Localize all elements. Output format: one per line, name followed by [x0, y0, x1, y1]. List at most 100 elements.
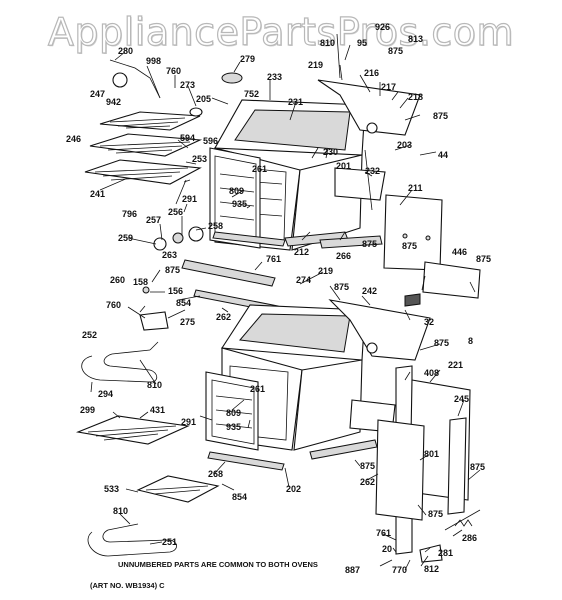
callout: 20: [382, 544, 392, 554]
callout: 446: [452, 247, 467, 257]
callout: 232: [365, 166, 380, 176]
callout: 212: [294, 247, 309, 257]
callout: 251: [162, 537, 177, 547]
callout: 202: [286, 484, 301, 494]
upper-bottom-trim: [284, 231, 383, 249]
callout: 752: [244, 89, 259, 99]
thermostat-bracket: [139, 286, 169, 331]
callout: 32: [424, 317, 434, 327]
callout: 854: [232, 492, 247, 502]
footnote: UNNUMBERED PARTS ARE COMMON TO BOTH OVEN…: [118, 560, 318, 569]
callout: 431: [150, 405, 165, 415]
callout: 275: [180, 317, 195, 327]
callout: 875: [388, 46, 403, 56]
callout: 95: [357, 38, 367, 48]
callout: 203: [397, 140, 412, 150]
callout: 253: [192, 154, 207, 164]
oven-rack-lower: [75, 415, 190, 445]
callout: 594: [180, 133, 195, 143]
callout: 810: [320, 38, 335, 48]
callout: 219: [318, 266, 333, 276]
callout: 291: [181, 417, 196, 427]
hinge-and-spring: [419, 509, 481, 563]
callout: 156: [168, 286, 183, 296]
callout: 201: [336, 161, 351, 171]
callout: 761: [266, 254, 281, 264]
callout: 875: [362, 239, 377, 249]
callout: 761: [376, 528, 391, 538]
callout: 230: [323, 147, 338, 157]
callout: 875: [360, 461, 375, 471]
callout: 887: [345, 565, 360, 575]
callout: 261: [250, 384, 265, 394]
callout: 260: [110, 275, 125, 285]
callout: 218: [408, 92, 423, 102]
callout: 875: [165, 265, 180, 275]
lower-oven-door-frame: [205, 371, 259, 451]
callout: 259: [118, 233, 133, 243]
callout-labels: 280 998 760 273 279 926 95 813 810 875 2…: [66, 22, 491, 575]
art-number: (ART NO. WB1934) C: [90, 581, 165, 590]
callout: 812: [424, 564, 439, 574]
callout: 231: [288, 97, 303, 107]
lower-side-panels: [375, 365, 471, 555]
oven-rack-bottom: [136, 475, 220, 503]
watermark: AppliancePartsPros.com: [47, 9, 515, 54]
callout: 801: [424, 449, 439, 459]
callout: 266: [336, 251, 351, 261]
callout: 935: [232, 199, 247, 209]
broiler-grid: [89, 133, 203, 157]
callout: 935: [226, 422, 241, 432]
leader-lines: [90, 33, 481, 571]
callout: 217: [381, 82, 396, 92]
callout: 262: [360, 477, 375, 487]
callout: 241: [90, 189, 105, 199]
callout: 796: [122, 209, 137, 219]
callout: 942: [106, 97, 121, 107]
callout: 233: [267, 72, 282, 82]
lower-oven-cavity: [221, 304, 366, 451]
callout: 770: [392, 565, 407, 575]
callout: 875: [470, 462, 485, 472]
callout: 280: [118, 46, 133, 56]
broiler-pan: [99, 111, 201, 131]
callout: 216: [364, 68, 379, 78]
callout: 274: [296, 275, 311, 285]
callout: 760: [106, 300, 121, 310]
meat-probe: [109, 59, 161, 99]
callout: 261: [252, 164, 267, 174]
broil-element: [81, 341, 159, 383]
callout: 408: [424, 368, 439, 378]
callout: 221: [448, 360, 463, 370]
upper-side-panel: [383, 194, 443, 271]
callout: 294: [98, 389, 113, 399]
callout: 279: [240, 54, 255, 64]
callout: 273: [180, 80, 195, 90]
callout: 205: [196, 94, 211, 104]
callout: 810: [113, 506, 128, 516]
callout: 875: [428, 509, 443, 519]
callout: 299: [80, 405, 95, 415]
callout: 258: [208, 221, 223, 231]
callout: 8: [468, 336, 473, 346]
callout: 256: [168, 207, 183, 217]
callout: 219: [308, 60, 323, 70]
upper-oven-door-frame: [209, 147, 261, 249]
callout: 854: [176, 298, 191, 308]
light-assembly: [189, 72, 243, 117]
callout: 158: [133, 277, 148, 287]
rear-panel: [404, 261, 481, 307]
callout: 998: [146, 56, 161, 66]
callout: 268: [208, 469, 223, 479]
callout: 596: [203, 136, 218, 146]
callout: 810: [147, 380, 162, 390]
callout: 875: [476, 254, 491, 264]
fan-motor-assembly: [153, 179, 204, 251]
upper-outer-frame: [317, 79, 421, 211]
callout: 252: [82, 330, 97, 340]
callout: 211: [408, 183, 423, 193]
callout: 242: [362, 286, 377, 296]
callout: 809: [226, 408, 241, 418]
callout: 246: [66, 134, 81, 144]
